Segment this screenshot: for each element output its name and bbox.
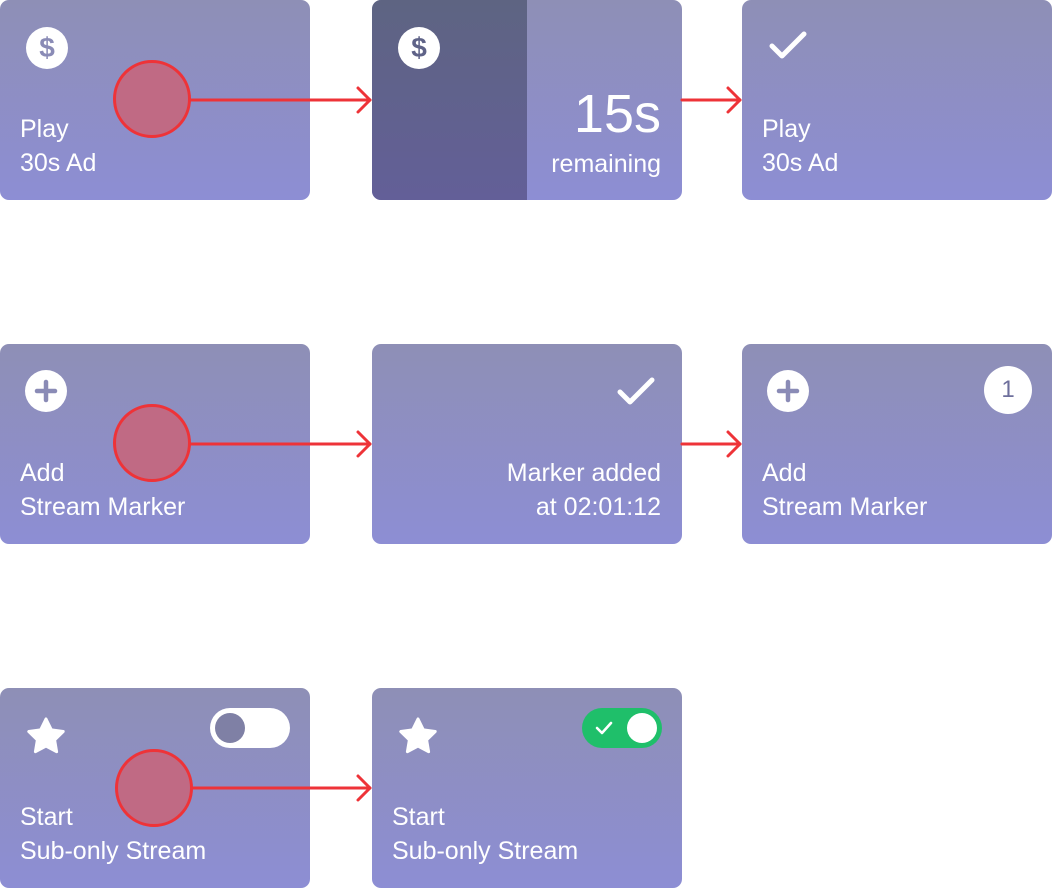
sub-only-card[interactable]: Start Sub-only Stream bbox=[0, 688, 310, 888]
card-label: Start Sub-only Stream bbox=[392, 800, 578, 868]
plus-circle-icon bbox=[767, 370, 809, 412]
arrow-head bbox=[356, 86, 372, 114]
arrow-head bbox=[356, 430, 372, 458]
progress-fill bbox=[372, 0, 527, 200]
add-marker-card[interactable]: Add Stream Marker bbox=[0, 344, 310, 544]
dollar-icon: $ bbox=[26, 27, 68, 69]
dollar-icon: $ bbox=[398, 27, 440, 69]
toggle-knob bbox=[627, 713, 657, 743]
card-label-line1: Add bbox=[762, 459, 807, 487]
card-label-line1: Marker added bbox=[506, 459, 661, 487]
ad-playing-card: $ 15s remaining bbox=[372, 0, 682, 200]
card-label-line1: Play bbox=[762, 115, 811, 143]
card-label-line2: Stream Marker bbox=[20, 493, 186, 521]
svg-text:$: $ bbox=[39, 32, 55, 63]
countdown-value: 15s bbox=[573, 84, 661, 144]
card-label: Play 30s Ad bbox=[762, 112, 838, 180]
card-label-line1: Start bbox=[20, 803, 73, 831]
card-label-line1: Add bbox=[20, 459, 65, 487]
card-label-line1: Play bbox=[20, 115, 69, 143]
arrow-head bbox=[726, 86, 742, 114]
card-label-line1: Start bbox=[392, 803, 445, 831]
card-label-line2: 30s Ad bbox=[762, 149, 839, 177]
plus-circle-icon bbox=[25, 370, 67, 412]
toggle-knob bbox=[215, 713, 245, 743]
card-label-line2: Sub-only Stream bbox=[20, 837, 207, 865]
star-icon bbox=[399, 717, 437, 754]
card-label: Add Stream Marker bbox=[20, 456, 185, 524]
check-icon bbox=[595, 721, 613, 735]
svg-text:$: $ bbox=[411, 32, 427, 63]
countdown-label: remaining bbox=[551, 150, 661, 178]
card-label-line2: 30s Ad bbox=[20, 149, 97, 177]
arrow-head bbox=[356, 774, 372, 802]
play-ad-done-card[interactable]: Play 30s Ad bbox=[742, 0, 1052, 200]
marker-added-card: Marker added at 02:01:12 bbox=[372, 344, 682, 544]
sub-only-toggle[interactable] bbox=[210, 708, 290, 748]
card-label: Add Stream Marker bbox=[762, 456, 927, 524]
check-icon bbox=[769, 31, 807, 59]
card-label: Play 30s Ad bbox=[20, 112, 96, 180]
check-icon bbox=[617, 377, 655, 405]
card-label-line2: at 02:01:12 bbox=[535, 493, 661, 521]
star-icon bbox=[27, 717, 65, 754]
sub-only-toggle[interactable] bbox=[582, 708, 662, 748]
sub-only-enabled-card[interactable]: Start Sub-only Stream bbox=[372, 688, 682, 888]
arrow-head bbox=[726, 430, 742, 458]
marker-count-badge: 1 bbox=[984, 366, 1032, 414]
card-label: Marker added at 02:01:12 bbox=[507, 456, 661, 524]
play-ad-card[interactable]: $ Play 30s Ad bbox=[0, 0, 310, 200]
add-marker-count-card[interactable]: 1 Add Stream Marker bbox=[742, 344, 1052, 544]
card-label-line2: Sub-only Stream bbox=[392, 837, 579, 865]
card-label: Start Sub-only Stream bbox=[20, 800, 206, 868]
card-label-line2: Stream Marker bbox=[762, 493, 928, 521]
